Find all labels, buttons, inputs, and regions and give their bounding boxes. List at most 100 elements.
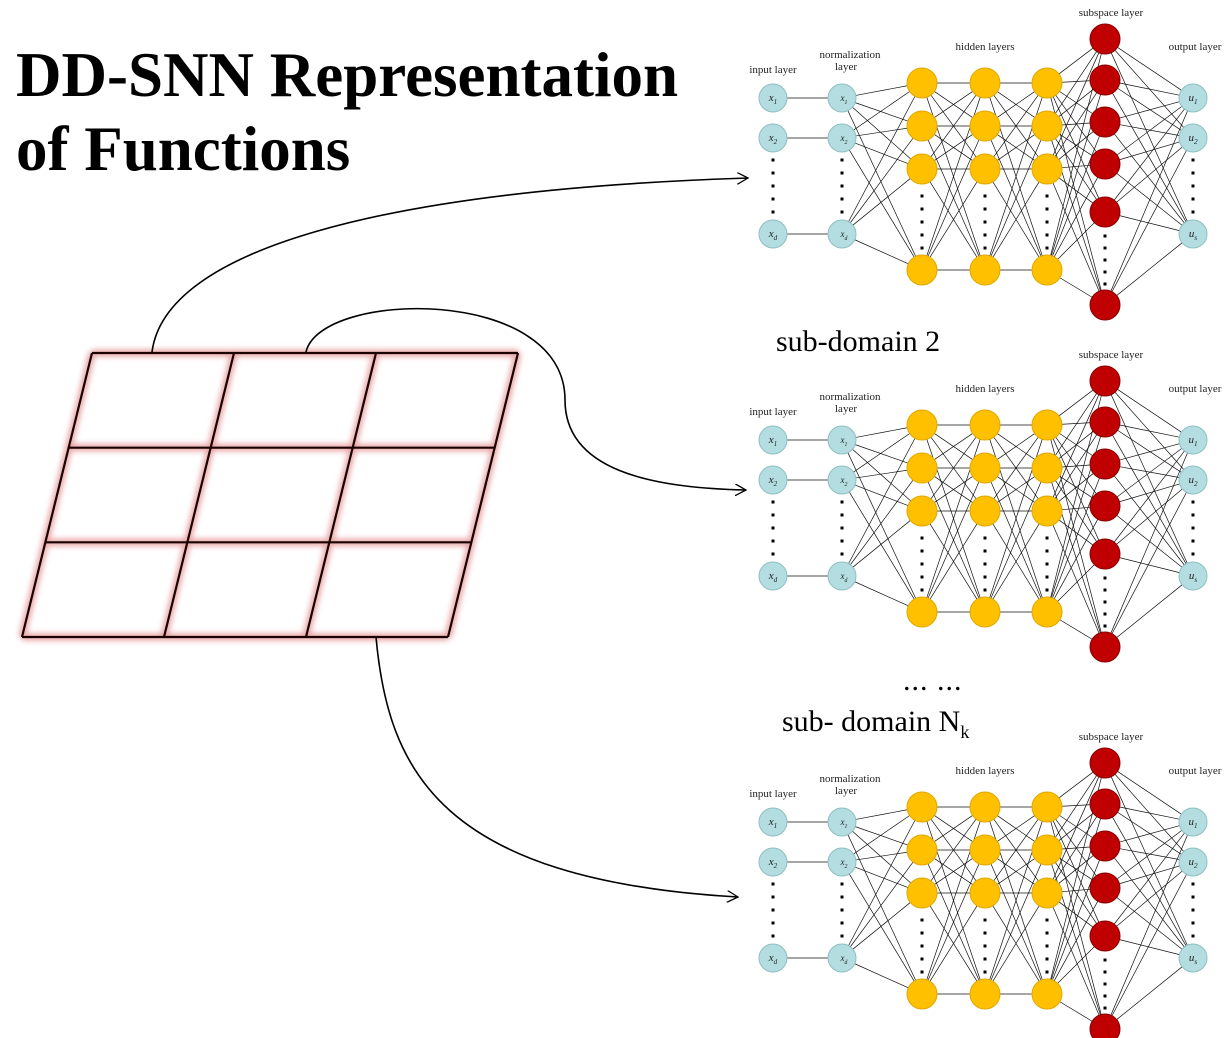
network-edge: [1055, 393, 1097, 456]
network-edge: [1055, 51, 1097, 114]
grid-glow: [18, 349, 522, 641]
network-edge: [1116, 448, 1183, 498]
network-edge: [1058, 519, 1094, 546]
hidden-node: [969, 495, 1001, 527]
normalization-node-label: xd: [840, 571, 848, 584]
output-node: [1178, 219, 1208, 249]
output-node: [1178, 807, 1208, 837]
subspace-node: [1089, 872, 1121, 904]
hidden-node: [969, 596, 1001, 628]
subdomain-nk-subscript: k: [960, 722, 970, 742]
output-node-label: u2: [1188, 474, 1198, 488]
network-edge: [927, 139, 980, 257]
network-edge: [855, 851, 908, 861]
output-ellipsis: [1191, 158, 1195, 214]
input-ellipsis: [771, 158, 775, 214]
hidden-ellipsis: [983, 536, 987, 592]
input-node-label: x1: [768, 816, 777, 830]
network-edge: [1057, 222, 1095, 260]
domain-grid: [18, 349, 522, 641]
output-node: [1178, 123, 1208, 153]
hidden-ellipsis: [983, 194, 987, 250]
normalization-node: [827, 465, 857, 495]
network-edge: [852, 902, 911, 950]
network-edge: [848, 491, 915, 600]
network-edge: [1119, 806, 1180, 820]
network-edge: [927, 863, 980, 981]
normalization-node-label: x1: [840, 435, 848, 448]
network-edge: [1119, 215, 1180, 231]
network-edge: [852, 520, 911, 568]
network-edge: [1117, 389, 1182, 433]
network-edge: [1053, 176, 1099, 258]
output-node: [1178, 561, 1208, 591]
network-edge: [847, 110, 916, 257]
output-ellipsis: [1191, 500, 1195, 556]
subspace-layer-label: subspace layer: [1079, 731, 1144, 743]
input-node-label: xd: [768, 570, 778, 584]
network-edge: [1055, 94, 1097, 153]
network-edge: [1110, 110, 1188, 292]
network-edge: [993, 94, 1039, 158]
network-edge: [1119, 848, 1180, 860]
network-edge: [1055, 480, 1097, 542]
network-edge: [1116, 897, 1183, 950]
hidden-node: [906, 791, 938, 823]
input-node-label: xd: [768, 952, 778, 966]
normalization-node: [827, 943, 857, 973]
output-layer-label: output layer: [1169, 41, 1222, 53]
subspace-node: [1089, 631, 1121, 663]
input-node-label: x2: [768, 132, 778, 146]
output-node-label: u1: [1188, 434, 1197, 448]
network-edge: [1119, 101, 1180, 119]
network-edge: [852, 449, 912, 502]
hidden-node: [906, 254, 938, 286]
normalization-node: [827, 123, 857, 153]
network-edge: [1117, 87, 1182, 131]
output-node: [1178, 83, 1208, 113]
network-edge: [993, 436, 1039, 500]
network-edge: [1113, 857, 1185, 948]
network-edge: [1117, 771, 1182, 815]
subspace-node: [1089, 538, 1121, 570]
output-node-label: u1: [1188, 816, 1197, 830]
network-edge: [848, 96, 916, 222]
hidden-node: [1031, 791, 1063, 823]
hidden-node: [1031, 67, 1063, 99]
network-edge: [1053, 518, 1099, 600]
normalization-ellipsis: [840, 158, 844, 214]
network-edge: [1113, 108, 1185, 201]
grid-col-line: [446, 352, 520, 638]
network-edge: [1111, 874, 1187, 1016]
network-edge: [1059, 475, 1093, 499]
network-edge: [992, 181, 1040, 258]
network-edge: [1058, 431, 1094, 459]
network-edge: [1054, 92, 1098, 157]
network-edge: [1119, 939, 1180, 955]
input-node: [758, 561, 788, 591]
network-edge: [1119, 141, 1180, 161]
output-node: [1178, 465, 1208, 495]
hidden-node: [1031, 110, 1063, 142]
normalization-node-label: xd: [840, 953, 848, 966]
network-edge: [1058, 177, 1094, 204]
input-node: [758, 465, 788, 495]
network-edge: [1110, 452, 1188, 634]
network-edge: [1113, 475, 1185, 566]
network-edge: [1116, 488, 1183, 545]
network-edge: [934, 815, 973, 842]
hidden-ellipsis: [1045, 536, 1049, 592]
network-edge: [930, 436, 977, 500]
hidden-layers-label: hidden layers: [956, 41, 1015, 53]
network-edge: [1055, 138, 1097, 200]
network-edge: [1059, 619, 1093, 640]
network-edge: [1110, 834, 1188, 1016]
network-edge: [993, 818, 1039, 882]
network-edge: [1058, 89, 1094, 117]
hidden-node: [1031, 254, 1063, 286]
title-line-2: of Functions: [16, 114, 351, 184]
normalization-node: [827, 425, 857, 455]
network-edge: [854, 581, 909, 607]
subspace-node: [1089, 365, 1121, 397]
